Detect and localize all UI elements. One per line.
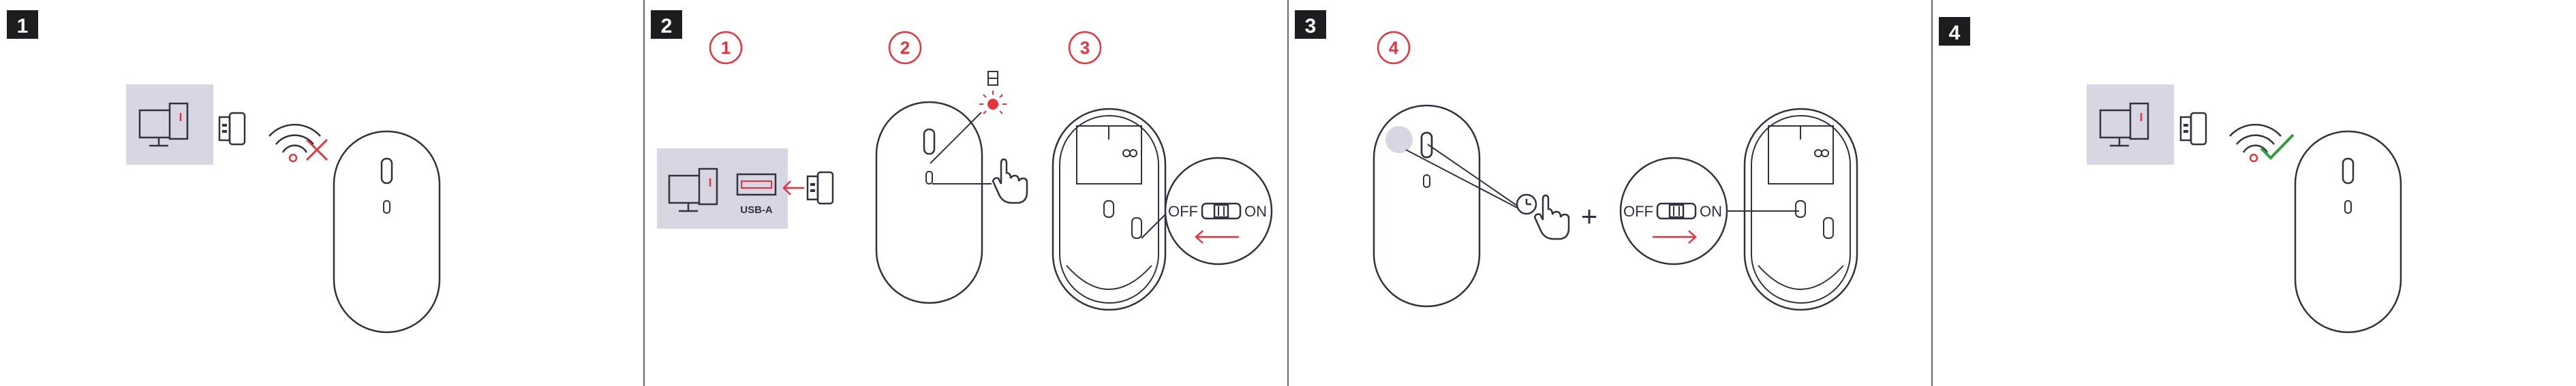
usb-receiver-icon bbox=[219, 113, 245, 144]
led-light-icon bbox=[979, 91, 1007, 114]
step-number: 2 bbox=[661, 15, 673, 37]
switch-on-label: ON bbox=[1244, 203, 1267, 220]
receiver-small-icon bbox=[988, 71, 998, 85]
switch-off-label: OFF bbox=[1623, 203, 1653, 220]
panel-4: 4 bbox=[1939, 17, 2401, 332]
panel-2: 2 1 2 3 USB-A bbox=[651, 10, 1272, 310]
switch-off-label: OFF bbox=[1168, 203, 1198, 220]
sub-step-number: 1 bbox=[721, 37, 731, 58]
usb-receiver-icon bbox=[808, 172, 833, 204]
step-number: 3 bbox=[1305, 15, 1317, 37]
wireless-connected-icon bbox=[2230, 125, 2293, 161]
mouse-bottom-icon bbox=[1053, 109, 1165, 310]
switch-on-label: ON bbox=[1700, 203, 1722, 220]
panel-1: 1 bbox=[7, 10, 440, 332]
plus-sign: + bbox=[1581, 200, 1598, 232]
mouse-icon bbox=[876, 102, 982, 303]
mouse-icon bbox=[2295, 131, 2401, 332]
switch-zoom: OFF ON bbox=[1165, 158, 1272, 264]
usb-receiver-icon bbox=[2181, 113, 2206, 144]
press-highlight bbox=[1385, 126, 1413, 153]
panel-3: 3 4 + OFF ON bbox=[1295, 10, 1857, 310]
hand-pointer-icon bbox=[993, 159, 1027, 203]
mouse-bottom-icon bbox=[1745, 109, 1857, 310]
hand-pointer-icon bbox=[1535, 195, 1569, 239]
sub-step-number: 3 bbox=[1080, 37, 1090, 58]
mouse-icon bbox=[334, 131, 440, 332]
clock-icon bbox=[1517, 195, 1536, 214]
sub-step-number: 4 bbox=[1389, 37, 1399, 58]
step-number: 1 bbox=[17, 15, 29, 37]
sub-step-number: 2 bbox=[900, 37, 910, 58]
no-wireless-icon bbox=[269, 125, 327, 161]
usb-port-label: USB-A bbox=[740, 204, 773, 216]
step-number: 4 bbox=[1949, 22, 1961, 44]
switch-zoom: OFF ON bbox=[1621, 158, 1727, 264]
